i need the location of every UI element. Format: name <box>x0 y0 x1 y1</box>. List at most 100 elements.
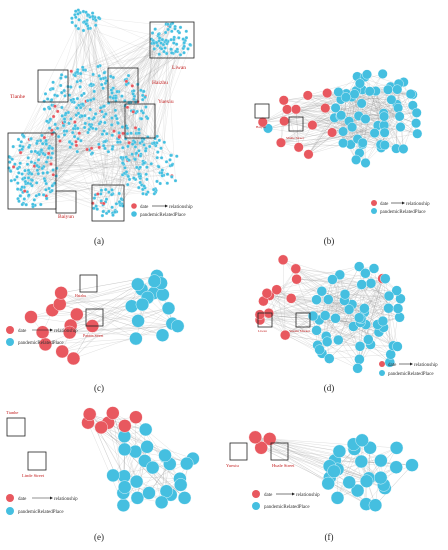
panel-a-box-haizhu <box>107 67 139 103</box>
relationship-edge <box>357 278 386 369</box>
place-node <box>173 27 177 31</box>
relationship-edge <box>52 75 100 185</box>
place-node <box>60 90 64 95</box>
place-node <box>70 20 74 25</box>
relationship-edge <box>29 124 112 146</box>
relationship-edge <box>361 103 418 134</box>
place-node <box>383 290 395 302</box>
place-node <box>98 106 103 110</box>
place-node <box>104 211 109 215</box>
relationship-edge <box>72 132 127 173</box>
place-node <box>161 42 166 47</box>
place-node <box>43 92 48 96</box>
relationship-edge <box>67 12 87 87</box>
place-node <box>69 117 73 121</box>
date-node <box>49 162 53 166</box>
date-node <box>42 135 47 140</box>
date-node <box>307 120 318 131</box>
relationship-edge <box>22 66 99 180</box>
place-node <box>159 156 164 160</box>
place-node <box>412 128 423 139</box>
relationship-edge <box>89 414 146 430</box>
relationship-edge <box>259 308 399 315</box>
place-node <box>113 114 118 118</box>
place-node <box>71 126 76 131</box>
relationship-edge <box>276 289 326 316</box>
place-node <box>70 130 75 135</box>
place-node <box>138 180 142 185</box>
place-node <box>11 144 15 149</box>
date-node <box>280 329 291 341</box>
panel-b: Baiyun Shuhe Street date relationship pa… <box>254 68 430 215</box>
relationship-edge <box>50 122 105 192</box>
relationship-edge <box>375 464 413 506</box>
date-node <box>90 201 95 205</box>
place-node <box>93 23 98 27</box>
place-node <box>133 145 138 149</box>
place-node <box>87 127 91 132</box>
relationship-edge <box>147 146 150 193</box>
legend-place-dot <box>131 211 137 217</box>
place-node <box>132 97 136 102</box>
place-node <box>394 312 405 323</box>
relationship-edge <box>266 293 317 331</box>
date-node <box>70 307 84 322</box>
place-node <box>363 334 374 345</box>
relationship-edge <box>342 96 352 132</box>
place-node <box>330 491 345 505</box>
relationship-edge <box>335 318 391 355</box>
relationship-edge <box>126 47 161 85</box>
relationship-edge <box>49 82 129 129</box>
relationship-edge <box>38 154 46 174</box>
relationship-edge <box>77 69 141 168</box>
relationship-edge <box>295 109 299 148</box>
place-node <box>19 140 23 144</box>
date-node <box>82 407 97 421</box>
relationship-edge <box>284 120 375 134</box>
place-node <box>114 202 119 206</box>
place-node <box>87 116 91 121</box>
date-node <box>291 274 302 285</box>
relationship-edge <box>51 84 94 158</box>
relationship-edge <box>291 266 360 299</box>
place-node <box>76 126 80 131</box>
place-node <box>62 88 66 93</box>
relationship-edge <box>361 103 417 124</box>
place-node <box>81 68 86 72</box>
place-node <box>368 263 380 274</box>
date-node <box>263 432 277 446</box>
relationship-edge <box>80 80 140 169</box>
relationship-edge <box>98 114 106 145</box>
place-node <box>180 456 194 471</box>
date-node <box>66 351 81 366</box>
relationship-edge <box>46 102 131 141</box>
date-node <box>118 419 132 433</box>
relationship-edge <box>69 325 178 333</box>
relationship-edge <box>298 125 378 148</box>
place-node <box>145 165 149 169</box>
relationship-edge <box>295 268 389 309</box>
place-node <box>79 138 83 143</box>
relationship-edge <box>51 142 130 191</box>
place-node <box>131 277 145 291</box>
relationship-edge <box>143 43 185 164</box>
relationship-edge <box>49 91 133 147</box>
place-node <box>99 192 103 196</box>
place-node <box>126 73 131 78</box>
relationship-edge <box>116 93 134 204</box>
place-node <box>130 491 145 505</box>
relationship-edge <box>284 120 358 140</box>
caption-b: (b) <box>323 236 335 246</box>
relationship-edge <box>23 28 91 137</box>
panel-e: Tianhe Linde Street date relationship pa… <box>6 406 200 515</box>
place-node <box>42 107 47 111</box>
date-node <box>62 325 77 340</box>
relationship-edge <box>42 332 163 336</box>
relationship-edge <box>51 79 127 148</box>
place-node <box>379 140 390 151</box>
place-node <box>139 88 143 93</box>
relationship-edge <box>259 298 401 321</box>
relationship-edge <box>20 96 115 190</box>
relationship-edge <box>135 308 169 339</box>
place-node <box>81 9 86 14</box>
